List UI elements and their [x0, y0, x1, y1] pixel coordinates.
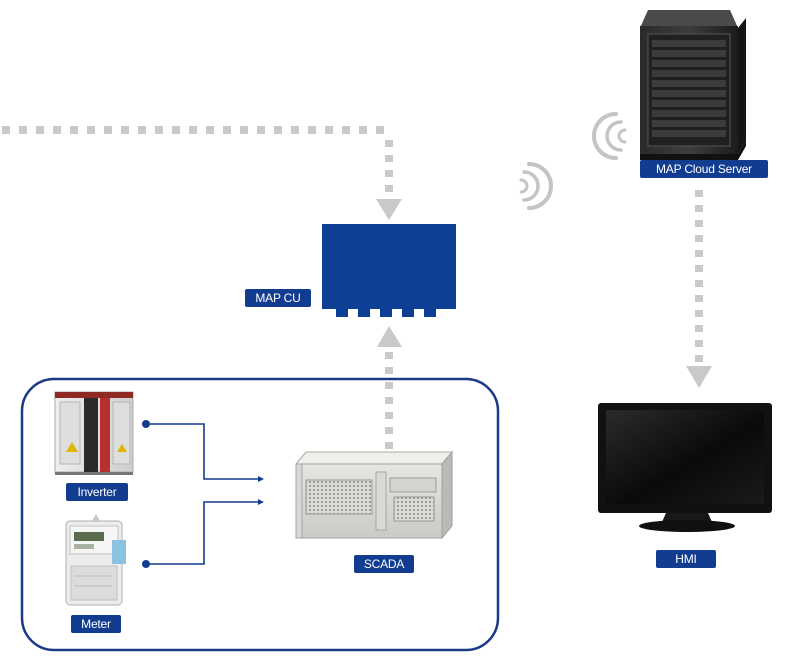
- electric-meter-icon: [65, 514, 126, 606]
- wireless-signal-icon: [519, 162, 553, 210]
- inverter-label: Inverter: [66, 483, 128, 501]
- top-dotted-connection: [2, 126, 402, 220]
- map-cu-label: MAP CU: [245, 289, 311, 307]
- scada-to-cu-dotted-arrow: [377, 326, 402, 449]
- inverter-to-scada-line: [142, 420, 264, 482]
- server-rack-icon: [640, 10, 746, 160]
- map-cu-device: [322, 224, 456, 317]
- inverter-cabinet-icon: [54, 391, 134, 475]
- cloud-to-hmi-dotted-arrow: [686, 190, 712, 388]
- monitor-icon: [598, 403, 772, 532]
- hmi-label: HMI: [656, 550, 716, 568]
- scada-label: SCADA: [354, 555, 414, 573]
- wireless-signal-icon: [592, 112, 627, 160]
- meter-to-scada-line: [142, 499, 264, 568]
- local-site-group: [20, 377, 500, 652]
- scada-computer-icon: [294, 450, 454, 540]
- meter-label: Meter: [71, 615, 121, 633]
- cloud-server-label: MAP Cloud Server: [640, 160, 768, 178]
